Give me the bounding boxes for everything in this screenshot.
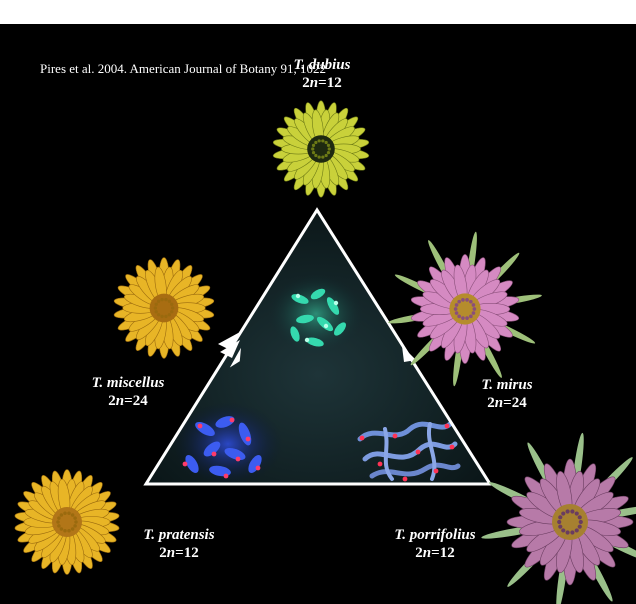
floret	[455, 303, 459, 307]
floret	[73, 524, 77, 528]
label-porrifolius: T. porrifolius 2n=12	[370, 526, 500, 562]
floret	[575, 511, 579, 515]
flower-pratensis	[14, 470, 120, 575]
floret	[171, 306, 174, 309]
floret	[60, 527, 64, 531]
floret	[168, 313, 171, 316]
species-name: T. porrifolius	[370, 526, 500, 544]
floret	[472, 303, 476, 307]
floret	[318, 155, 321, 158]
floret	[579, 520, 583, 524]
floret	[327, 144, 330, 147]
floret	[558, 525, 562, 529]
floret	[575, 528, 579, 532]
floret	[74, 520, 78, 524]
floret	[71, 513, 75, 517]
floret	[63, 511, 67, 515]
floret	[71, 527, 75, 531]
floret	[155, 303, 158, 306]
floret	[170, 310, 173, 313]
floret	[314, 141, 317, 144]
floret	[455, 311, 459, 315]
species-name: T. mirus	[462, 376, 552, 394]
floret	[311, 147, 314, 150]
floret	[57, 524, 61, 528]
floret	[63, 529, 67, 533]
ploidy: 2n=24	[68, 392, 188, 410]
floret	[578, 515, 582, 519]
floret	[557, 520, 561, 524]
floret	[160, 315, 163, 318]
floret	[570, 530, 574, 534]
ploidy: 2n=12	[124, 544, 234, 562]
flower-porrifolius	[481, 432, 636, 604]
floret	[454, 307, 458, 311]
floret	[57, 516, 61, 520]
species-name: T. pratensis	[124, 526, 234, 544]
diagram-canvas	[0, 24, 636, 604]
floret	[461, 298, 465, 302]
floret	[164, 315, 167, 318]
floret	[565, 530, 569, 534]
floret	[318, 139, 321, 142]
cropped-slide-title	[0, 0, 10, 25]
floret	[73, 516, 77, 520]
floret	[157, 300, 160, 303]
figure-panel: Pires et al. 2004. American Journal of B…	[0, 24, 636, 604]
floret	[164, 298, 167, 301]
floret	[312, 151, 315, 154]
floret	[469, 300, 473, 304]
floret	[457, 300, 461, 304]
label-pratensis: T. pratensis 2n=12	[124, 526, 234, 562]
floret	[312, 144, 315, 147]
floret	[160, 298, 163, 301]
floret	[461, 316, 465, 320]
floret	[469, 314, 473, 318]
floret	[561, 528, 565, 532]
flower-miscellus	[113, 258, 214, 359]
species-name: T. dubius	[276, 56, 368, 74]
floret	[465, 298, 469, 302]
flower-dubius	[272, 101, 369, 198]
floret	[60, 513, 64, 517]
floret	[168, 300, 171, 303]
ploidy: 2n=24	[462, 394, 552, 412]
floret	[56, 520, 60, 524]
label-miscellus: T. miscellus 2n=24	[68, 374, 188, 410]
species-name: T. miscellus	[68, 374, 188, 392]
floret	[465, 316, 469, 320]
floret	[321, 139, 324, 142]
hybrid-triangle	[146, 210, 490, 486]
floret	[578, 525, 582, 529]
floret	[154, 306, 157, 309]
floret	[325, 154, 328, 157]
ploidy: 2n=12	[276, 74, 368, 92]
floret	[157, 313, 160, 316]
floret	[472, 311, 476, 315]
floret	[314, 154, 317, 157]
floret	[473, 307, 477, 311]
floret	[561, 511, 565, 515]
floret	[327, 151, 330, 154]
floret	[457, 314, 461, 318]
floret	[565, 509, 569, 513]
floret	[170, 303, 173, 306]
floret	[328, 147, 331, 150]
label-dubius: T. dubius 2n=12	[276, 56, 368, 92]
floret	[570, 509, 574, 513]
floret	[67, 511, 71, 515]
label-mirus: T. mirus 2n=24	[462, 376, 552, 412]
floret	[558, 515, 562, 519]
floret	[155, 310, 158, 313]
ploidy: 2n=12	[370, 544, 500, 562]
floret	[325, 141, 328, 144]
floret	[321, 155, 324, 158]
floret	[67, 529, 71, 533]
